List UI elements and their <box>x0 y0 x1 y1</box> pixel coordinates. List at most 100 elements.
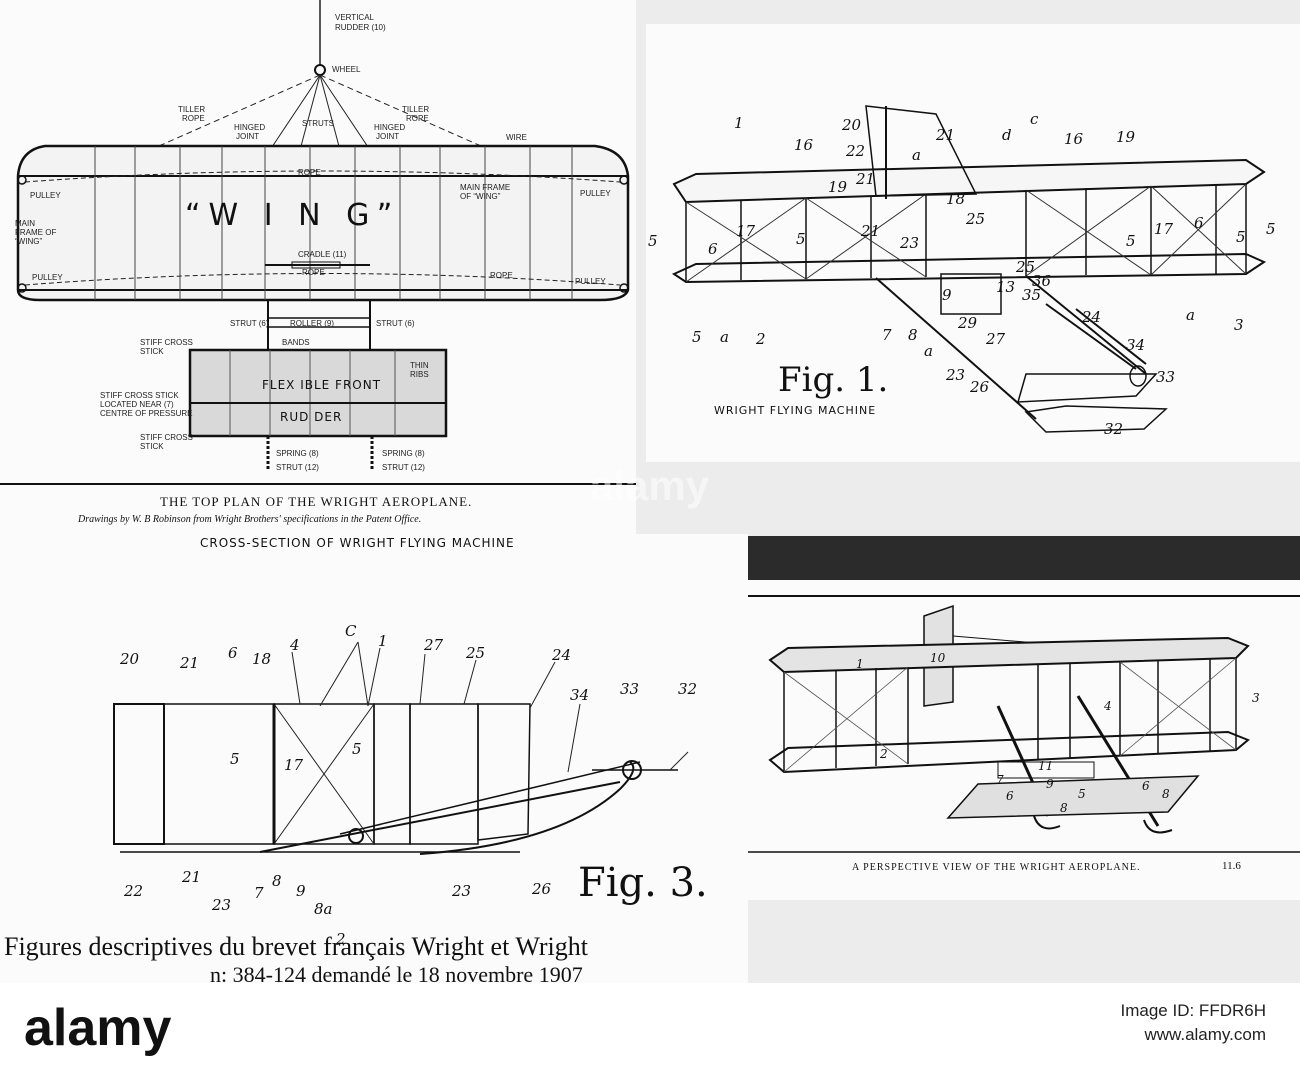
svg-text:STIFF CROSS: STIFF CROSS <box>140 433 193 442</box>
svg-text:PULLEY: PULLEY <box>30 191 61 200</box>
svg-text:23: 23 <box>899 234 919 252</box>
svg-text:7: 7 <box>254 884 264 902</box>
fig1-panel: 1 20 21 d c 16 16 19 a 18 22 21 19 21 23… <box>646 24 1300 462</box>
svg-text:4: 4 <box>289 636 300 654</box>
fig1-caption: WRIGHT FLYING MACHINE <box>714 404 876 417</box>
perspective-page-number: 11.6 <box>1222 860 1241 872</box>
svg-text:20: 20 <box>119 650 140 668</box>
svg-text:3: 3 <box>1252 691 1260 705</box>
svg-text:27: 27 <box>985 330 1006 348</box>
svg-text:23: 23 <box>211 896 231 914</box>
svg-text:27: 27 <box>423 636 444 654</box>
watermark: alamy <box>590 462 709 510</box>
alamy-logo-icon: alamy <box>24 995 214 1061</box>
image-id: Image ID: FFDR6H <box>1121 999 1266 1023</box>
svg-text:WIRE: WIRE <box>506 133 527 142</box>
top-plan-drawing: VERTICAL RUDDER (10) WHEEL TILLER ROPE T… <box>0 0 636 536</box>
svg-text:17: 17 <box>1154 220 1174 238</box>
svg-text:8a: 8a <box>314 900 333 918</box>
svg-text:STRUTS: STRUTS <box>302 119 334 128</box>
svg-text:1: 1 <box>734 114 744 132</box>
svg-text:33: 33 <box>1156 368 1175 386</box>
svg-text:ROLLER (9): ROLLER (9) <box>290 319 334 328</box>
svg-text:ROPE: ROPE <box>298 168 321 177</box>
svg-text:34: 34 <box>570 686 589 704</box>
svg-text:2: 2 <box>755 330 766 348</box>
svg-text:5: 5 <box>648 232 658 250</box>
svg-text:5: 5 <box>692 328 702 346</box>
svg-text:21: 21 <box>855 170 875 188</box>
svg-text:6: 6 <box>708 240 718 258</box>
svg-text:STIFF CROSS: STIFF CROSS <box>140 338 193 347</box>
svg-text:d: d <box>1002 126 1012 144</box>
svg-text:LOCATED NEAR (7): LOCATED NEAR (7) <box>100 400 174 409</box>
svg-text:TILLER: TILLER <box>402 105 429 114</box>
svg-text:OF “WING”: OF “WING” <box>460 192 501 201</box>
svg-text:WHEEL: WHEEL <box>332 65 361 74</box>
svg-text:17: 17 <box>284 756 304 774</box>
fig1-title: Fig. 1. <box>778 360 888 400</box>
svg-text:6: 6 <box>1006 789 1014 803</box>
alamy-logo: alamy <box>24 995 214 1061</box>
svg-text:a: a <box>912 146 921 164</box>
fig3-caption-line2: n: 384-124 demandé le 18 novembre 1907 <box>210 962 583 983</box>
footer-bar: alamy Image ID: FFDR6H www.alamy.com <box>0 983 1300 1073</box>
svg-text:32: 32 <box>1104 420 1123 438</box>
perspective-drawing: 10 1 3 4 2 11 9 6 5 6 8 8 7 <box>748 536 1300 900</box>
svg-text:JOINT: JOINT <box>236 132 259 141</box>
svg-text:6: 6 <box>1142 779 1150 793</box>
perspective-panel: 10 1 3 4 2 11 9 6 5 6 8 8 7 A PERSPECTIV… <box>748 536 1300 900</box>
svg-text:22: 22 <box>123 882 143 900</box>
top-plan-title: THE TOP PLAN OF THE WRIGHT AEROPLANE. <box>160 494 472 510</box>
svg-text:34: 34 <box>1126 336 1145 354</box>
perspective-caption: A PERSPECTIVE VIEW OF THE WRIGHT AEROPLA… <box>852 862 1140 873</box>
svg-text:6: 6 <box>228 644 238 662</box>
fig3-panel: 20 21 6 18 4 C 1 27 25 24 5 17 5 34 33 3… <box>0 534 748 983</box>
svg-text:PULLEY: PULLEY <box>575 277 606 286</box>
svg-text:17: 17 <box>736 222 756 240</box>
svg-text:PULLEY: PULLEY <box>580 189 611 198</box>
svg-text:19: 19 <box>828 178 848 196</box>
svg-text:HINGED: HINGED <box>374 123 405 132</box>
svg-text:25: 25 <box>965 210 985 228</box>
svg-text:16: 16 <box>794 136 814 154</box>
svg-text:16: 16 <box>1064 130 1084 148</box>
svg-text:SPRING (8): SPRING (8) <box>276 449 319 458</box>
svg-text:5: 5 <box>1266 220 1276 238</box>
svg-text:19: 19 <box>1116 128 1136 146</box>
svg-text:5: 5 <box>230 750 240 768</box>
svg-text:33: 33 <box>620 680 639 698</box>
svg-text:5: 5 <box>352 740 362 758</box>
fig3-caption-line1: Figures descriptives du brevet français … <box>4 932 588 962</box>
svg-text:TILLER: TILLER <box>178 105 205 114</box>
svg-text:CENTRE OF PRESSURE: CENTRE OF PRESSURE <box>100 409 192 418</box>
svg-text:STRUT (12): STRUT (12) <box>276 463 319 472</box>
svg-text:9: 9 <box>296 882 306 900</box>
svg-text:4: 4 <box>1103 699 1112 713</box>
svg-text:ROPE: ROPE <box>406 114 429 123</box>
svg-text:5: 5 <box>796 230 806 248</box>
svg-text:STICK: STICK <box>140 442 164 451</box>
rudder-label: RUD DER <box>280 410 342 424</box>
svg-text:JOINT: JOINT <box>376 132 399 141</box>
svg-text:5: 5 <box>1236 228 1246 246</box>
svg-text:18: 18 <box>946 190 965 208</box>
svg-text:FRAME OF: FRAME OF <box>15 228 56 237</box>
svg-text:24: 24 <box>1081 308 1101 326</box>
svg-text:29: 29 <box>957 314 978 332</box>
svg-text:“WING”: “WING” <box>15 237 42 246</box>
svg-text:ROPE: ROPE <box>182 114 205 123</box>
svg-text:6: 6 <box>1194 214 1204 232</box>
svg-text:32: 32 <box>678 680 697 698</box>
svg-text:21: 21 <box>860 222 880 240</box>
wing-label: “W I N G” <box>185 198 400 233</box>
svg-text:STRUT (6): STRUT (6) <box>376 319 415 328</box>
svg-text:26: 26 <box>969 378 990 396</box>
fig1-drawing: 1 20 21 d c 16 16 19 a 18 22 21 19 21 23… <box>646 24 1300 462</box>
svg-text:24: 24 <box>551 646 571 664</box>
svg-text:STICK: STICK <box>140 347 164 356</box>
wheel-icon <box>315 65 325 75</box>
flexible-front-label: FLEX IBLE FRONT <box>262 378 381 392</box>
svg-text:SPRING (8): SPRING (8) <box>382 449 425 458</box>
svg-text:C: C <box>345 622 357 640</box>
